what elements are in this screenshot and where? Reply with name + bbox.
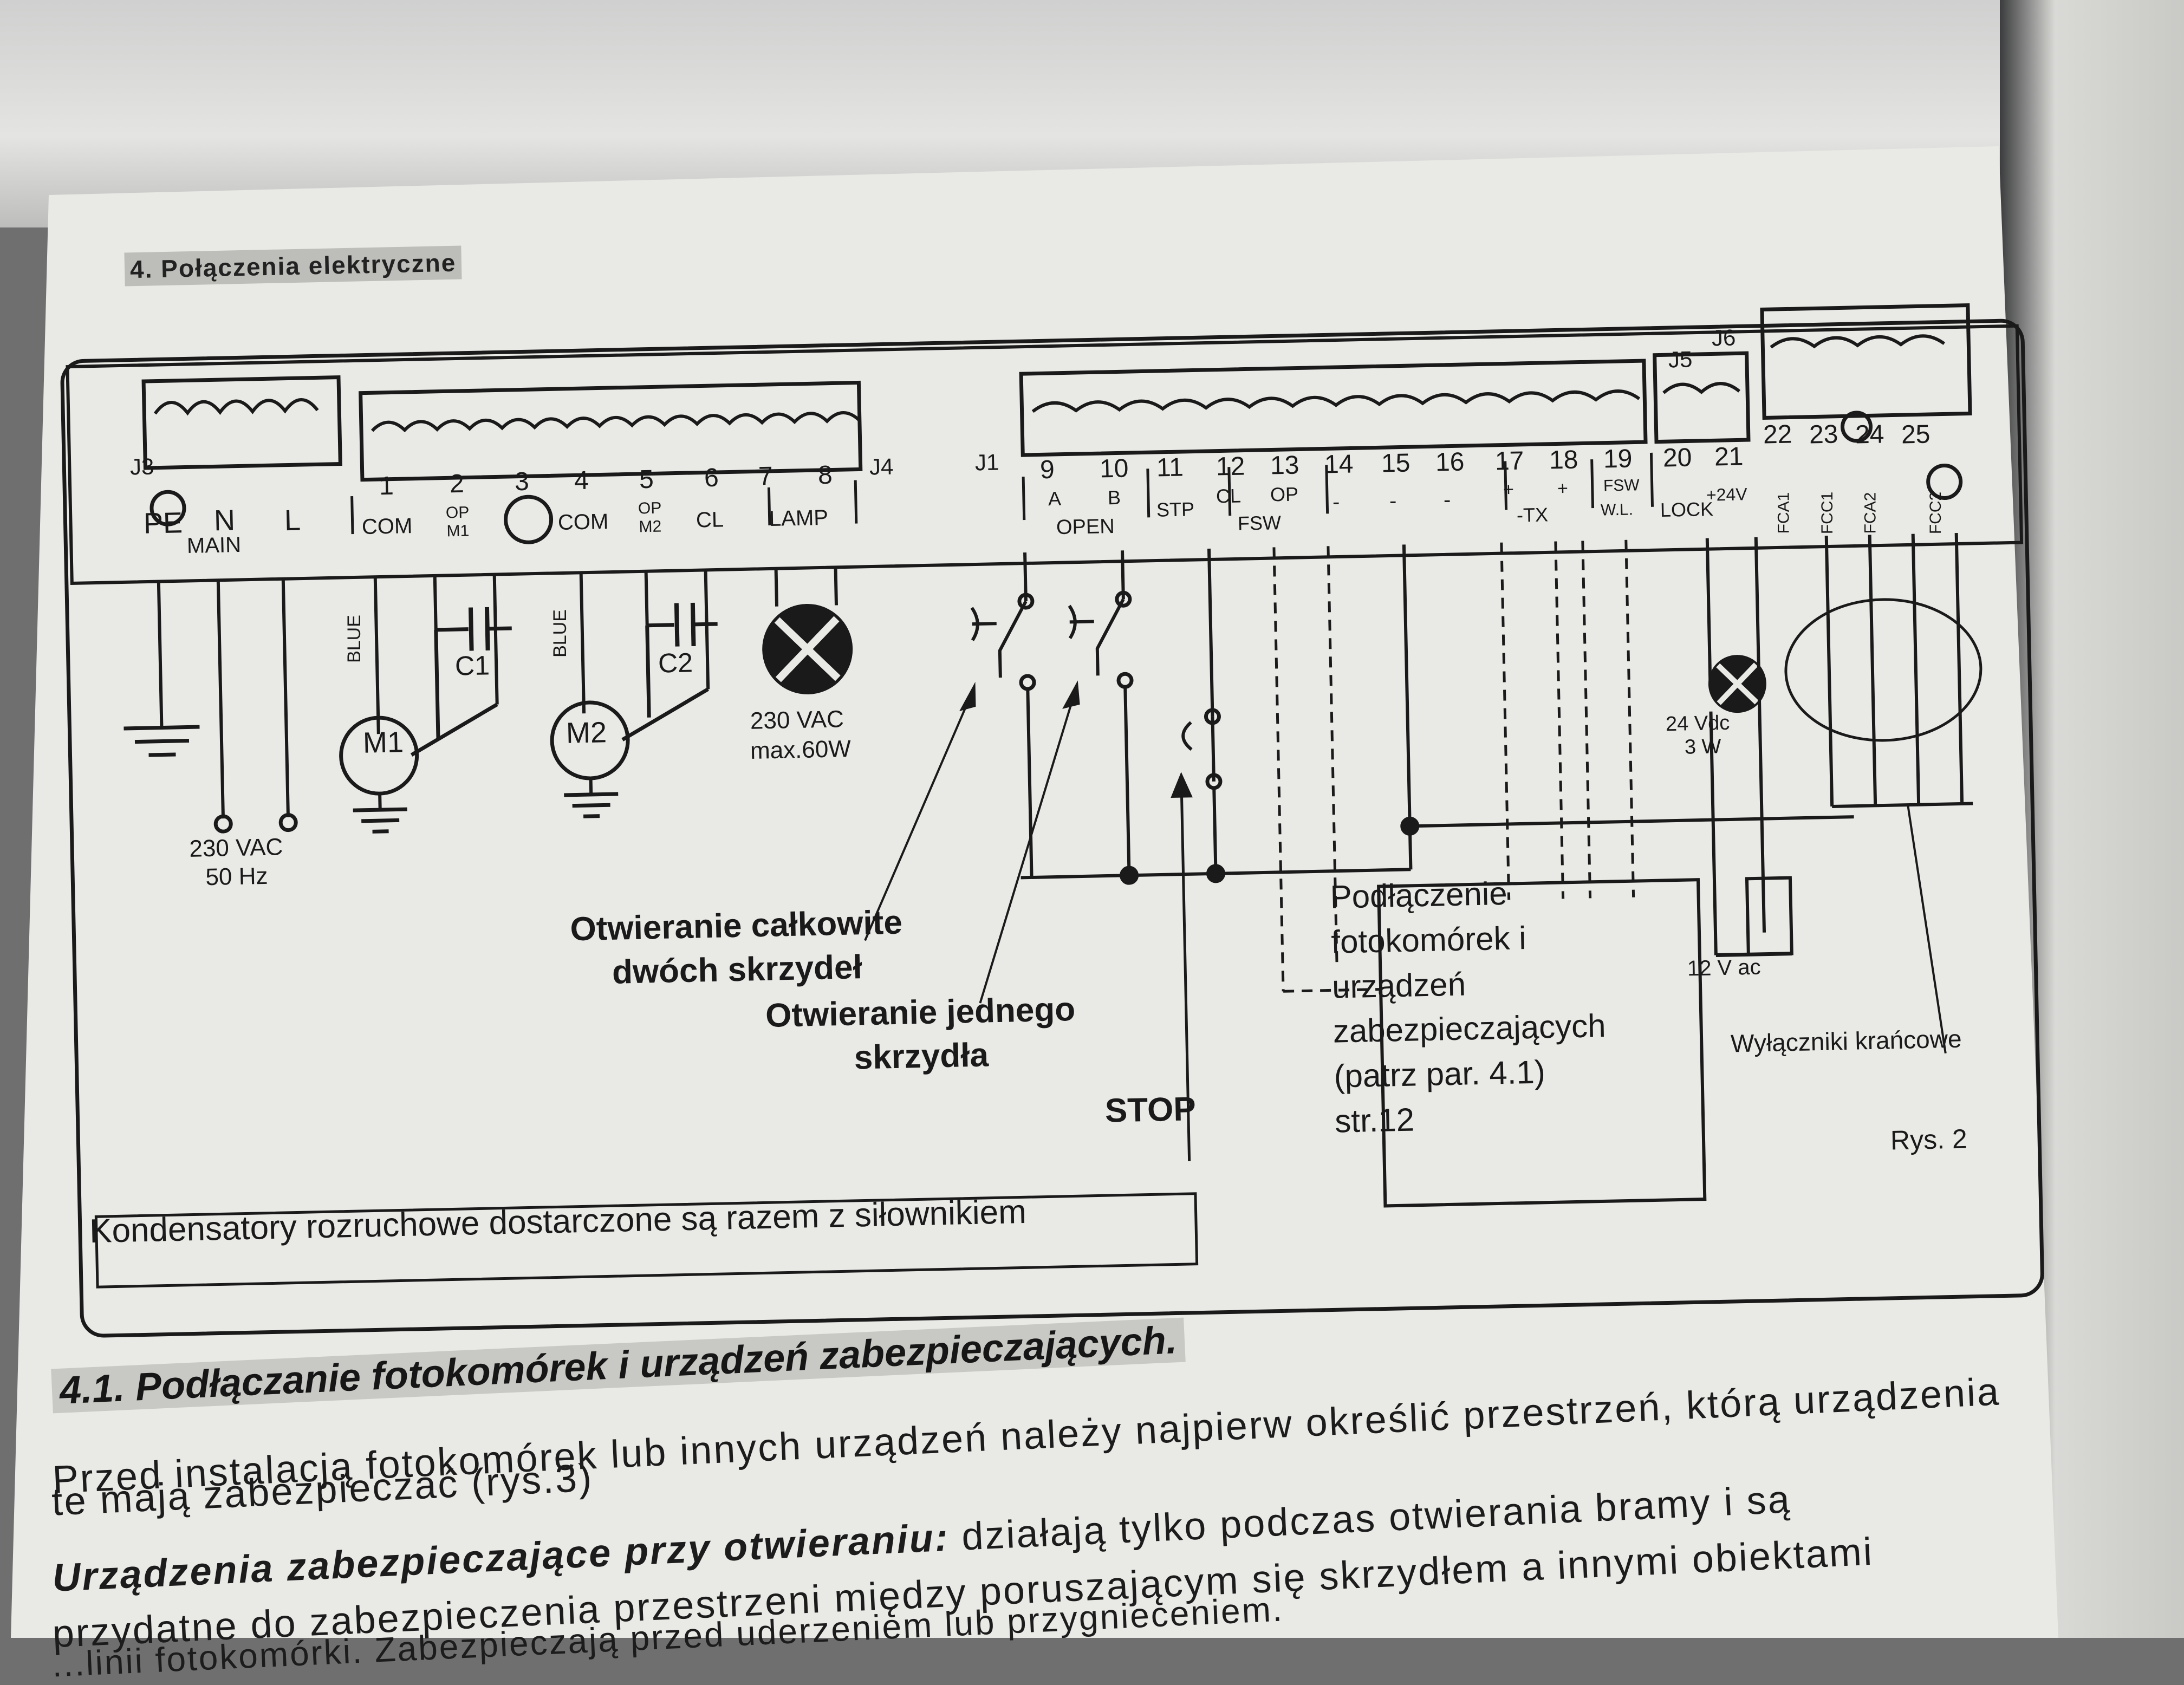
j1-label-op: OP: [1270, 483, 1299, 506]
j6-number-25: 25: [1901, 420, 1930, 450]
connector-j5: [1653, 351, 1751, 444]
j1-label-plus24v: -TX: [1516, 503, 1549, 526]
j1-label-lock: +24V: [1706, 484, 1747, 505]
j6-label-fca2: FCA2: [1861, 492, 1880, 534]
j4-label-com1: COM: [361, 514, 413, 539]
label-m2: M2: [566, 716, 607, 750]
label-pe: PE: [143, 506, 183, 540]
manual-page: 4. Połączenia elektryczne J3 J4 J1 J5 J6…: [11, 146, 2058, 1684]
j4-number-5: 5: [639, 465, 654, 495]
j1-number-21: 21: [1714, 442, 1744, 472]
j1-number-10: 10: [1099, 454, 1129, 484]
j1-label-open: OPEN: [1056, 515, 1115, 539]
j4-label-cl: CL: [696, 508, 724, 532]
j4-number-7: 7: [758, 461, 774, 491]
j1-label-plus-17: +: [1503, 479, 1514, 500]
j1-label-minus-15: -: [1389, 489, 1397, 513]
lamp-rating-voltage: 230 VAC: [750, 706, 844, 734]
j6-label-fcc1: FCC1: [1818, 491, 1837, 535]
connector-j3: [141, 375, 342, 470]
label-j5: J5: [1668, 346, 1693, 373]
terminal-3-screw: [504, 495, 554, 544]
j1-label-wl: LOCK: [1660, 497, 1714, 522]
j1-label-fsw2: W.L.: [1600, 500, 1634, 519]
figure-reference: Rys. 2: [1890, 1123, 1968, 1156]
j4-label-lamp: LAMP: [769, 505, 829, 531]
j1-number-20: 20: [1662, 443, 1692, 473]
j1-number-15: 15: [1381, 448, 1410, 478]
j4-number-3: 3: [514, 467, 530, 497]
label-j4: J4: [869, 453, 894, 480]
label-m1: M1: [362, 726, 404, 759]
label-blue-2: BLUE: [549, 609, 570, 658]
j4-label-com2: COM: [557, 510, 609, 535]
j1-number-12: 12: [1216, 452, 1245, 482]
label-j6: J6: [1711, 324, 1736, 351]
connector-j4: [359, 380, 863, 482]
j1-label-fsw: FSW: [1237, 511, 1282, 535]
j1-number-9: 9: [1039, 455, 1055, 485]
j1-label-minus-16: -: [1443, 487, 1451, 512]
label-j1: J1: [974, 449, 999, 476]
label-n: N: [213, 504, 236, 537]
j1-number-16: 16: [1435, 447, 1465, 477]
j4-number-4: 4: [574, 466, 589, 496]
lock-rating: 12 V ac: [1687, 955, 1761, 981]
warning-lamp-power: 3 W: [1684, 735, 1721, 759]
warning-lamp-voltage: 24 Vdc: [1665, 711, 1730, 736]
j1-label-b: B: [1107, 486, 1121, 509]
label-c1: C1: [454, 650, 490, 681]
mains-rating: 230 VAC 50 Hz: [188, 834, 283, 890]
connector-j1: [1019, 359, 1648, 457]
j4-number-2: 2: [449, 469, 465, 499]
j4-number-6: 6: [704, 463, 719, 493]
j4-label-op-m1: OP M1: [445, 503, 470, 541]
j6-number-22: 22: [1763, 420, 1792, 450]
label-l: L: [284, 504, 301, 537]
j1-label-cl: CL: [1216, 484, 1242, 508]
safety-box-frame: [1377, 878, 1707, 1208]
j6-label-fcc2: FCC2: [1927, 491, 1945, 535]
label-blue-1: BLUE: [343, 615, 365, 663]
label-j3: J3: [129, 453, 154, 480]
j6-number-24: 24: [1855, 420, 1884, 450]
label-c2: C2: [658, 647, 693, 679]
callout-open-both: Otwieranie całkowite dwóch skrzydeł: [569, 903, 903, 991]
j4-label-op-m2: OP M2: [638, 499, 662, 536]
wiring-diagram: [11, 146, 2058, 1638]
j1-number-17: 17: [1494, 446, 1524, 476]
j1-number-19: 19: [1603, 444, 1633, 474]
j6-number-23: 23: [1809, 420, 1838, 450]
j1-number-11: 11: [1156, 453, 1184, 483]
j1-number-18: 18: [1549, 445, 1578, 475]
j1-label-a: A: [1048, 487, 1062, 510]
j1-label-minus-14: -: [1332, 490, 1340, 515]
j1-number-13: 13: [1270, 451, 1299, 480]
j1-label-tx: FSW: [1603, 476, 1640, 495]
j1-label-plus-18: +: [1557, 478, 1569, 499]
label-main: MAIN: [186, 532, 242, 558]
limit-switches-label: Wyłączniki krańcowe: [1730, 1024, 1962, 1058]
j6-label-fca1: FCA1: [1774, 492, 1793, 534]
safety-box-text: Podłączenie fotokomórek i urządzeń zabez…: [1330, 875, 1607, 1140]
diagram-frame: [60, 303, 2044, 1338]
callout-open-one: Otwieranie jednego skrzydła: [765, 991, 1076, 1077]
j4-number-1: 1: [379, 471, 394, 501]
paper-sheet: [11, 146, 2058, 1638]
j1-number-14: 14: [1324, 450, 1354, 479]
capacitor-note-frame: [94, 1192, 1199, 1289]
j4-number-8: 8: [817, 460, 833, 490]
callout-stop: STOP: [1104, 1090, 1197, 1130]
lamp-rating-power: max.60W: [750, 736, 851, 764]
ground-screw: [150, 490, 186, 526]
section-heading: 4. Połączenia elektryczne: [124, 245, 462, 287]
limit-switch-ellipse: [1784, 598, 1982, 742]
j1-label-stp: STP: [1156, 498, 1195, 521]
